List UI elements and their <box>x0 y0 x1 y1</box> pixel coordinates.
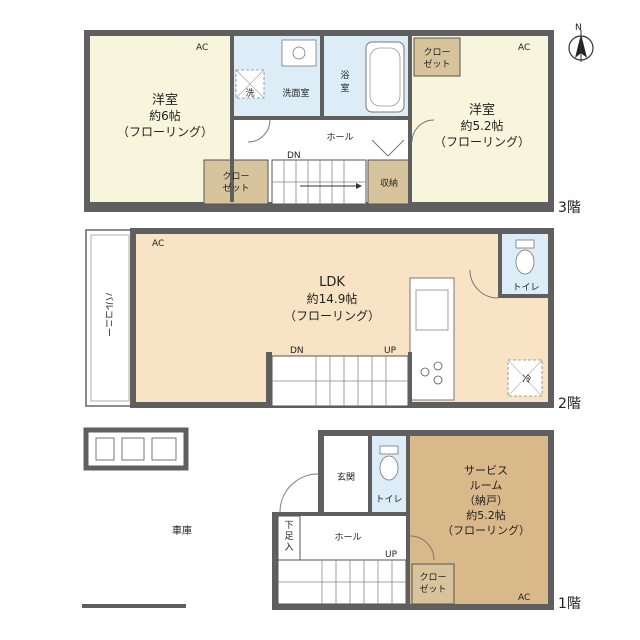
toilet-icon-1f <box>379 455 399 481</box>
bedroom-right-size: 約5.2帖 <box>460 118 503 133</box>
bathtub-icon <box>365 41 405 113</box>
closet-1f-line1: クロー <box>419 572 446 583</box>
ac-label-1f: AC <box>518 593 530 603</box>
bedroom-left-name: 洋室 <box>152 92 178 108</box>
kitchen-counter <box>409 277 455 401</box>
floor-3: AC AC 洋室 約6帖 （フローリング） 洋室 約5.2帖 （フローリング） … <box>84 30 581 216</box>
closet-bottom-left <box>203 159 269 205</box>
closet-bottom-left-line2: ゼット <box>222 182 249 194</box>
sink-icon <box>415 289 449 331</box>
compass-label: N <box>575 23 582 33</box>
shoe-storage-2: 足 <box>284 531 293 542</box>
floor-1-label: 1階 <box>558 596 581 612</box>
bedroom-right-floor: （フローリング） <box>434 135 530 149</box>
entrance <box>324 436 368 514</box>
closet-1f <box>411 563 455 605</box>
service-line3: （納戸） <box>464 494 508 507</box>
service-line1: サービス <box>464 464 508 477</box>
ldk-size: 約14.9帖 <box>307 291 358 306</box>
ac-label-3f-left: AC <box>196 43 208 53</box>
balcony-label: バルコニー <box>103 292 114 337</box>
toilet-2f-label: トイレ <box>512 283 539 293</box>
stove-icon <box>420 361 443 385</box>
entrance-label: 玄関 <box>337 471 355 483</box>
shoe-storage-3: 入 <box>284 542 293 553</box>
garage-pillars <box>83 427 189 471</box>
service-line5: （フローリング） <box>442 523 530 537</box>
stairs-2f-up: UP <box>384 346 397 356</box>
balcony <box>85 229 135 407</box>
washer-label: 洗 <box>245 87 254 99</box>
bedroom-left-size: 約6帖 <box>149 108 181 123</box>
toilet-icon-2f <box>515 249 535 275</box>
bedroom-left-floor: （フローリング） <box>117 125 213 139</box>
bath-label-1: 浴 <box>340 70 349 81</box>
washroom-label: 洗面室 <box>282 87 309 99</box>
stairs-3f-dn: DN <box>287 151 301 161</box>
stairs-1f-up: UP <box>385 550 398 560</box>
hall-3f-label: ホール <box>326 132 353 143</box>
ldk-name: LDK <box>319 275 345 290</box>
closet-top-right <box>413 37 461 77</box>
floor-2-label: 2階 <box>558 396 581 412</box>
floor-1: 車庫 玄関 トイレ ホール 下 足 入 UP サービス ルーム （納戸） 約5.… <box>82 427 581 612</box>
closet-bottom-left-line1: クロー <box>222 171 249 182</box>
bath-label-2: 室 <box>340 82 349 94</box>
north-arrow-icon <box>568 30 594 62</box>
ac-label-3f-right: AC <box>518 43 530 53</box>
storage-3f <box>367 159 411 205</box>
service-line4: 約5.2帖 <box>466 508 506 522</box>
toilet-1f-label: トイレ <box>375 495 402 505</box>
shoe-storage-1: 下 <box>284 521 293 531</box>
basin-icon <box>281 39 317 67</box>
stairs-2f-dn: DN <box>290 346 304 356</box>
ac-label-2f: AC <box>152 239 164 249</box>
bedroom-right-name: 洋室 <box>469 102 495 118</box>
fridge-label: 冷 <box>522 373 531 385</box>
hall-1f-label: ホール <box>334 532 361 543</box>
closet-top-right-line1: クロー <box>423 47 450 58</box>
floor-3-label: 3階 <box>558 200 581 216</box>
garage-label: 車庫 <box>172 524 192 537</box>
storage-label: 収納 <box>380 177 398 189</box>
closet-1f-line2: ゼット <box>419 583 446 595</box>
service-line2: ルーム <box>470 479 503 492</box>
ldk-floor: （フローリング） <box>284 309 380 323</box>
closet-top-right-line2: ゼット <box>423 58 450 70</box>
floor-2: AC LDK 約14.9帖 （フローリング） バルコニー トイレ 冷 DN UP… <box>85 228 581 412</box>
